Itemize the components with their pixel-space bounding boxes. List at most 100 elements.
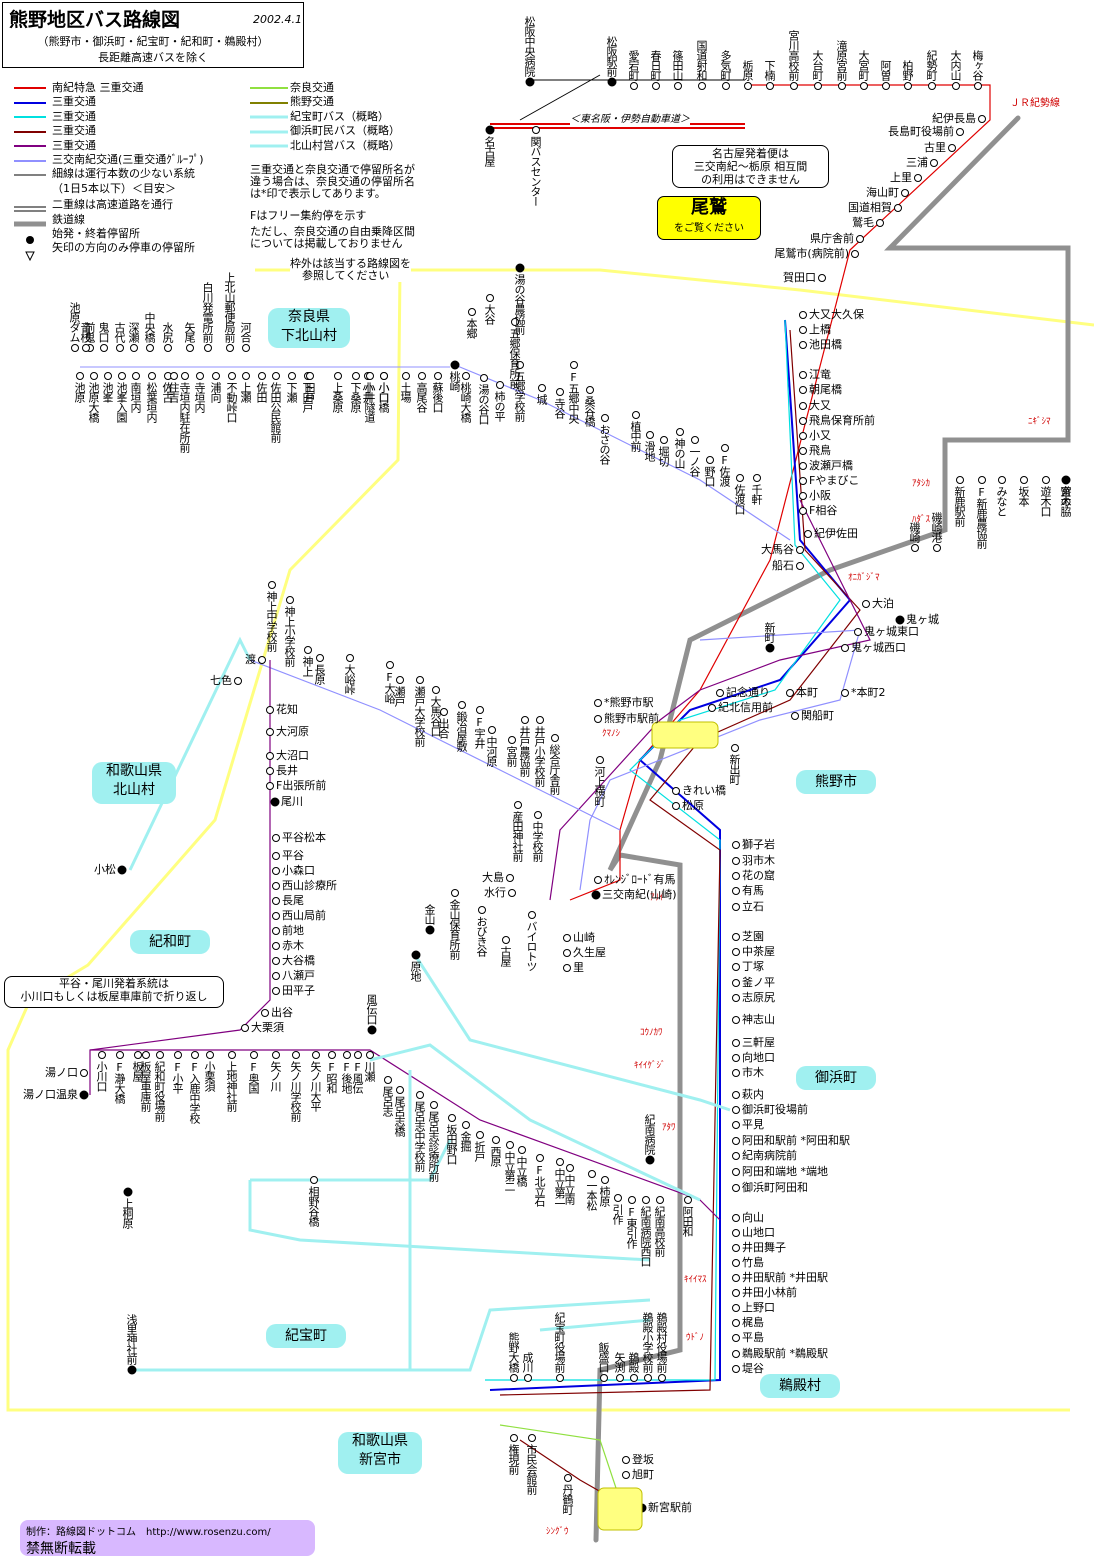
stop-dot — [956, 476, 964, 484]
owase-sublabel: をご覧ください — [674, 223, 744, 234]
stop-label: 立石 — [742, 900, 764, 913]
stop-label: 小松 — [94, 863, 116, 876]
stop-dot — [614, 1194, 622, 1202]
stop-label: 紀南病院前 — [742, 1149, 797, 1162]
stop-dot — [488, 726, 496, 734]
stop-label: 湯の谷口 — [477, 384, 490, 424]
legend-item: 三重交通 — [52, 138, 96, 152]
stop-label: 紀南病院西口 — [639, 1206, 652, 1266]
note-line: は*印で表示してあります。 — [250, 187, 386, 200]
stop-dot — [744, 82, 752, 90]
stop-dot — [948, 144, 956, 152]
region-kumano: 熊野市 — [796, 770, 876, 794]
stop-label: 井田舞子 — [742, 1241, 786, 1254]
stop-label: 井戸小学校前 — [533, 726, 546, 786]
stop-label: 下桑原 — [349, 382, 362, 412]
note-line: ただし、奈良交通の自由乗降区間 — [250, 225, 415, 238]
stop-label: 寺垣内駐在所前 — [178, 382, 191, 452]
stop-label: 上野口 — [742, 1301, 775, 1314]
stop-label: 出谷 — [271, 1006, 293, 1019]
stop-label: 芝園 — [742, 930, 764, 943]
stop-label: 鬼口 — [97, 322, 110, 342]
stop-label: 篠田山 — [671, 50, 684, 80]
stop-label: 宮前 — [505, 746, 518, 766]
stop-label: 古屋 — [499, 946, 512, 966]
stop-dot — [272, 912, 280, 920]
stop-dot — [440, 708, 448, 716]
rail-station-labels: ﾆｷﾞｼﾏｱﾀｼｶﾊﾀﾞｽｵﾆｶﾞｼﾞﾏｸﾏﾉｼｱﾘｲｺｳﾉｶﾜｷｲｲｹﾞｼﾞｱ… — [546, 416, 1051, 1537]
terminal-stop-dot — [367, 1025, 377, 1035]
terminal-stop-dot — [450, 360, 460, 370]
stop-dot — [272, 834, 280, 842]
stop-label: 鬼ヶ城 — [906, 613, 939, 626]
stop-label: 浅里神社前 — [125, 1314, 138, 1364]
stop-label: 一本松 — [585, 1180, 598, 1210]
stop-label: 旭町 — [632, 1468, 654, 1481]
stop-dot — [684, 1196, 692, 1204]
stop-dot — [732, 1054, 740, 1062]
stop-label: 田平子 — [282, 984, 315, 997]
stop-dot — [462, 372, 470, 380]
stop-label: 多気町 — [719, 50, 732, 80]
region-kitayama: 和歌山県 北山村 — [92, 762, 176, 804]
terminal-stop-dot — [765, 643, 775, 653]
stop-dot — [272, 987, 280, 995]
stop-label: 名古屋 — [483, 136, 496, 166]
stop-dot — [462, 1121, 470, 1129]
stop-dot — [732, 933, 740, 941]
stop-label: 小井隧道 — [363, 382, 376, 422]
stop-dot — [156, 1051, 164, 1059]
stop-label: 尾呂志中学校前 — [413, 1101, 426, 1171]
stop-label: 上地神社前 — [225, 1061, 238, 1111]
stop-label: 長井 — [276, 764, 298, 777]
stop-dot — [928, 82, 936, 90]
stop-dot — [266, 728, 274, 736]
stop-dot — [799, 371, 807, 379]
stop-label: 矢ノ川学校前 — [289, 1061, 302, 1121]
stop-dot — [601, 1176, 609, 1184]
stop-label: 中立南 — [563, 1174, 576, 1204]
stop-dot — [142, 1051, 150, 1059]
stop-dot — [556, 1158, 564, 1166]
stop-label: 久生屋 — [573, 946, 606, 959]
stop-dot — [716, 689, 724, 697]
rail-station-label: ｺｳﾉｶﾜ — [640, 1027, 663, 1038]
terminal-stop-dot — [270, 797, 280, 807]
stop-dot — [732, 1244, 740, 1252]
terminal-stop-dot — [645, 1155, 655, 1165]
stop-label: 本郷 — [465, 318, 478, 338]
terminal-stop-dot — [1061, 475, 1071, 485]
stop-label: 梅ヶ谷 — [971, 50, 984, 80]
stop-dot — [104, 372, 112, 380]
owase-link[interactable]: 尾鷲 をご覧ください — [657, 196, 761, 240]
stop-dot — [536, 1154, 544, 1162]
stop-label: 小川口 — [95, 1061, 108, 1091]
stop-dot — [288, 372, 296, 380]
stop-dot — [272, 882, 280, 890]
stop-dot — [722, 82, 730, 90]
stop-dot — [304, 646, 312, 654]
stop-label: 飛鳥保育所前 — [809, 414, 875, 427]
stop-dot — [998, 476, 1006, 484]
stop-label: 古里 — [924, 141, 946, 154]
note-line: 平谷・尾川発着系統は — [59, 977, 169, 990]
stop-label: 風伝口 — [365, 994, 378, 1024]
terminal-stop-dot — [79, 1090, 89, 1100]
stop-label: 国道相賀 — [848, 201, 892, 214]
stop-label: 矢尾 — [183, 322, 196, 342]
stop-dot — [766, 82, 774, 90]
stop-dot — [204, 344, 212, 352]
stop-dot — [799, 507, 807, 515]
stop-dot — [628, 1196, 636, 1204]
stop-label: 五郷学校前 — [513, 371, 526, 421]
stop-dot — [594, 876, 602, 884]
stop-dot — [630, 1374, 638, 1382]
rail-station-label: ｱﾀﾜ — [662, 1122, 676, 1133]
stop-label: 金掘 — [459, 1131, 472, 1151]
stop-label: 市木 — [742, 1066, 764, 1079]
stop-dot — [402, 372, 410, 380]
stop-dot — [100, 344, 108, 352]
stop-dot — [130, 344, 138, 352]
stop-dot — [76, 372, 84, 380]
